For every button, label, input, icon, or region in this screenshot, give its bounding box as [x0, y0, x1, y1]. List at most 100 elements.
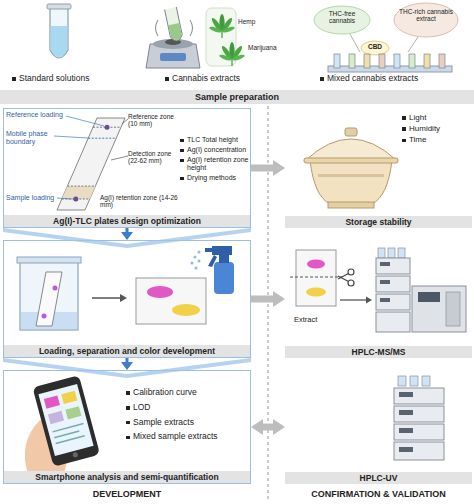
smartphone: [54, 431, 79, 438]
plate-extraction: [338, 276, 349, 282]
box-title: Ag(I)-TLC plates design optimization: [4, 215, 250, 227]
spray-bottle: [214, 262, 234, 294]
tlc-plate: [88, 138, 116, 139]
spray-bottle: [212, 246, 232, 255]
box-title: HPLC-MS/MS: [285, 346, 472, 358]
smartphone: [56, 436, 85, 444]
tlc-plate: [73, 197, 78, 202]
vortex-mixer: [190, 20, 193, 36]
annotation-label: Light: [402, 113, 468, 122]
tlc-tank: [42, 314, 47, 319]
box-title: HPLC-UV: [285, 472, 472, 484]
annotation-label: Marijuana: [248, 44, 292, 51]
annotation-label: THC-free cannabis: [316, 10, 368, 25]
plate-extraction: [366, 297, 372, 304]
desiccator: [318, 174, 384, 177]
process-box: Smartphone analysis and semi-quantificat…: [3, 370, 251, 484]
tlc-plate: [66, 116, 104, 126]
bullet-list: LightHumidityTime: [402, 113, 468, 147]
flow-arrow: [251, 296, 273, 303]
smartphone: [72, 452, 78, 458]
tlc-plate: [105, 125, 110, 130]
cannabis-leaves: [209, 14, 236, 38]
annotation-label: Ag(I) concentration: [180, 146, 252, 154]
desiccator: [304, 128, 398, 208]
tlc-plate: [57, 198, 72, 199]
standard-tube: [50, 8, 68, 58]
box-title: Smartphone analysis and semi-quantificat…: [4, 471, 250, 483]
tlc-plate: [122, 119, 128, 124]
annotation-label: Hemp: [238, 18, 282, 25]
spray-bottle: [198, 260, 201, 263]
developed-plate: [147, 286, 173, 298]
plate-extraction: [296, 250, 336, 306]
plate-extraction: [306, 288, 326, 297]
mixed-extract-sources: [409, 54, 415, 68]
tlc-plate: [54, 116, 128, 210]
hplc-uv-instrument: [394, 424, 444, 440]
text-holder: Smartphone analysis and semi-quantificat…: [4, 471, 250, 483]
mixed-extract-sources: [314, 3, 458, 72]
annotation-label: Drying methods: [180, 174, 252, 182]
hplc-uv-instrument: [394, 376, 444, 460]
mixed-extract-sources: [364, 54, 370, 68]
annotation-label: LOD: [126, 403, 246, 413]
vortex-mixer: [160, 53, 186, 61]
mixed-extract-sources: [408, 37, 418, 52]
desiccator: [345, 128, 357, 136]
tlc-plate: [111, 156, 128, 160]
text-holder: Sample preparation: [0, 90, 474, 104]
annotation-label: Reference zone (10 mm): [128, 113, 176, 128]
column-divider: [268, 106, 269, 502]
mixed-extract-sources: [361, 41, 389, 55]
tlc-plate: [62, 186, 96, 199]
text-holder: HPLC-MS/MS: [285, 346, 472, 358]
text-holder: Ag(I)-TLC plates design optimization: [4, 215, 250, 227]
mixed-extract-sources: [424, 54, 430, 68]
annotation-label: Mixed sample extracts: [126, 432, 246, 442]
text-holder: HPLC-UV: [285, 472, 472, 484]
hplc-msms-instrument: [446, 292, 460, 326]
tlc-tank: [17, 257, 127, 330]
mixed-extract-sources: [349, 54, 355, 68]
bullet-list: TLC Total heightAg(I) concentrationAg(I)…: [180, 136, 252, 184]
spray-bottle: [195, 267, 198, 270]
flow-chevron: [3, 228, 251, 248]
tlc-tank: [120, 294, 127, 302]
desiccator: [328, 202, 374, 208]
hplc-msms-instrument: [376, 276, 410, 292]
mixed-extract-sources: [314, 6, 370, 34]
vortex-mixer: [153, 39, 193, 49]
smartphone: [48, 411, 64, 424]
standard-tube: [47, 4, 71, 58]
smartphone: [44, 395, 60, 408]
desiccator: [310, 160, 392, 204]
annotation-label: CBD: [363, 43, 387, 50]
annotation-label: DEVELOPMENT: [3, 489, 251, 499]
hplc-msms-instrument: [376, 248, 466, 332]
spray-bottle: [194, 256, 197, 259]
flow-chevron: [3, 358, 251, 378]
annotation-label: CONFIRMATION & VALIDATION: [285, 489, 472, 499]
hplc-msms-instrument: [378, 248, 385, 258]
section-band: Sample preparation: [0, 90, 474, 104]
bullet-list: Calibration curveLODSample extractsMixed…: [126, 388, 246, 447]
box-title: Storage stability: [285, 216, 472, 228]
spray-bottle: [219, 254, 229, 263]
method-panel: Storage stability: [285, 108, 472, 228]
vortex-mixer: [168, 23, 182, 41]
flow-arrow: [126, 228, 129, 232]
spray-bottle: [198, 251, 201, 254]
hplc-uv-instrument: [422, 376, 430, 386]
mixed-extract-sources: [394, 3, 458, 37]
hplc-uv-instrument: [410, 376, 418, 386]
annotation-label: Calibration curve: [126, 388, 246, 398]
vortex-mixer: [165, 7, 184, 42]
plate-extraction: [290, 250, 372, 306]
hplc-uv-instrument: [399, 392, 413, 397]
mixed-extract-sources: [379, 54, 385, 68]
hplc-msms-instrument: [376, 294, 410, 310]
